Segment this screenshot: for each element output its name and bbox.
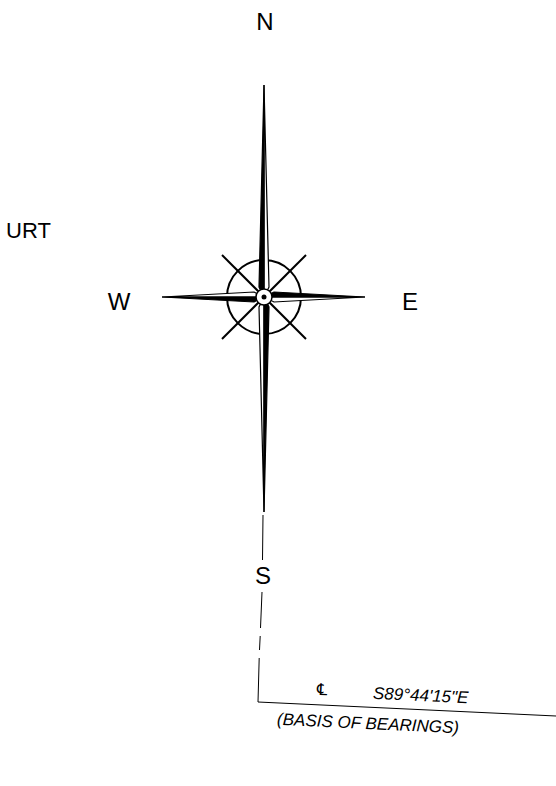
spike-half (162, 292, 264, 297)
spike-half (264, 297, 365, 302)
basis-line (258, 515, 556, 716)
compass-rose (162, 85, 365, 512)
spike-half (259, 85, 264, 297)
spike-half (264, 292, 365, 297)
bearing-value: S89°44'15"E (371, 683, 471, 707)
leader-line (261, 592, 263, 628)
cardinal-letter: S (253, 563, 273, 589)
leader-line (258, 658, 259, 702)
street-name: URT (4, 219, 53, 243)
spike-half (162, 297, 264, 302)
cardinal-letter: E (400, 289, 420, 315)
spike-half (264, 297, 269, 512)
cardinal-letter: W (106, 289, 133, 315)
rose-hub-dot (262, 295, 267, 300)
cardinal-letter: N (254, 9, 275, 35)
spike-half (264, 85, 269, 297)
leader-line (262, 515, 264, 560)
bearing-note: (BASIS OF BEARINGS) (275, 709, 462, 737)
leader-line (259, 636, 261, 650)
spike-half (259, 297, 264, 512)
centerline-symbol: ℄ (314, 681, 329, 700)
rose-hub (256, 289, 272, 305)
